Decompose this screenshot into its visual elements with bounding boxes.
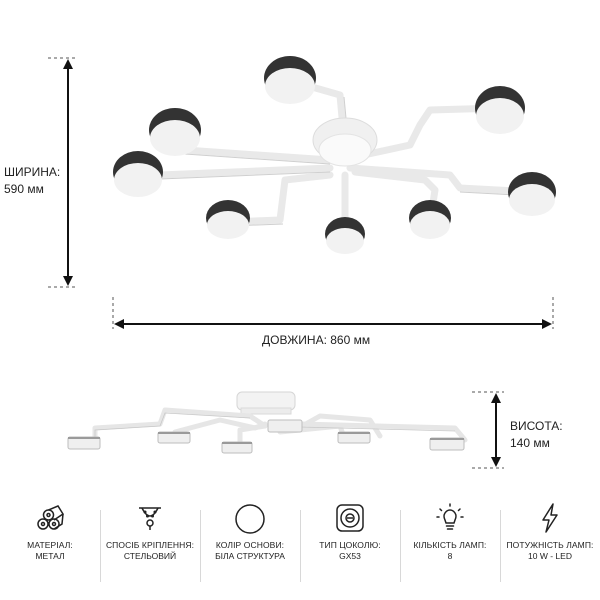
lamp-side-view (67, 391, 468, 454)
mount-icon (139, 507, 161, 530)
spec-divider (400, 510, 401, 582)
height-dimension-arrow (472, 391, 504, 469)
lightning-icon (542, 503, 558, 533)
lamp-top-view (113, 56, 556, 254)
spec-divider (500, 510, 501, 582)
spec-mounting-label: СПОСІБ КРІПЛЕННЯ: (105, 540, 195, 550)
spec-lamp-count: КІЛЬКІСТЬ ЛАМП: 8 (400, 502, 500, 592)
spec-divider (200, 510, 201, 582)
spec-base-color: КОЛІР ОСНОВИ: БІЛА СТРУКТУРА (200, 502, 300, 592)
spec-lamp-count-value: 8 (447, 551, 453, 561)
spec-lamp-count-label: КІЛЬКІСТЬ ЛАМП: (413, 540, 487, 550)
width-label: ШИРИНА: (4, 165, 61, 179)
spec-socket-type: ТИП ЦОКОЛЮ: GX53 (300, 502, 400, 592)
spec-mounting-value: СТЕЛЬОВИЙ (123, 551, 177, 561)
spec-lamp-power-value: 10 W - LED (528, 551, 572, 561)
spec-material-label: МАТЕРІАЛ: (27, 540, 73, 550)
bulb-icon (436, 503, 464, 530)
socket-icon (336, 504, 364, 532)
length-label: ДОВЖИНА: 860 мм (262, 333, 371, 347)
spec-socket-type-value: GX53 (339, 551, 361, 561)
spec-divider (300, 510, 301, 582)
spec-base-color-label: КОЛІР ОСНОВИ: (215, 540, 285, 550)
spec-material-value: МЕТАЛ (35, 551, 65, 561)
material-icon (37, 505, 65, 530)
width-dimension-arrow (48, 57, 76, 288)
height-value: 140 мм (510, 436, 550, 450)
spec-divider (100, 510, 101, 582)
length-dimension-arrow (112, 297, 554, 329)
spec-lamp-power-label: ПОТУЖНІСТЬ ЛАМП: (506, 540, 594, 550)
width-value: 590 мм (4, 182, 44, 196)
spec-base-color-value: БІЛА СТРУКТУРА (215, 551, 285, 561)
spec-lamp-power: ПОТУЖНІСТЬ ЛАМП: 10 W - LED (500, 502, 600, 592)
spec-mounting: СПОСІБ КРІПЛЕННЯ: СТЕЛЬОВИЙ (100, 502, 200, 592)
height-label: ВИСОТА: (510, 419, 563, 433)
spec-material: МАТЕРІАЛ: МЕТАЛ (0, 502, 100, 592)
color-circle-icon (235, 504, 265, 534)
spec-socket-type-label: ТИП ЦОКОЛЮ: (319, 540, 381, 550)
